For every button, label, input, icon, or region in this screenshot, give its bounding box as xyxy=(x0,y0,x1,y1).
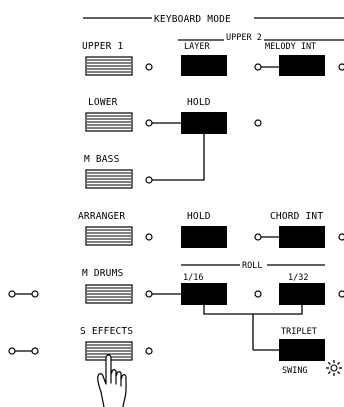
mbass-to-hold-line xyxy=(152,134,205,181)
upper1-button[interactable] xyxy=(85,56,133,76)
roll-1-32-led xyxy=(338,290,344,298)
roll-1-16-led xyxy=(254,290,262,298)
triplet-button[interactable] xyxy=(279,339,325,361)
melody-int-button[interactable] xyxy=(279,55,325,76)
mdrums-ext-led-1 xyxy=(8,290,16,298)
layer-led xyxy=(254,63,262,71)
roll-title: ROLL xyxy=(242,261,262,271)
upper2-title: UPPER 2 xyxy=(226,33,262,43)
mdrums-led xyxy=(145,290,153,298)
swing-label: SWING xyxy=(282,366,308,376)
seffects-ext-led-1 xyxy=(8,347,16,355)
roll-1-16-label: 1/16 xyxy=(183,273,203,283)
mdrums-label: M DRUMS xyxy=(82,268,124,279)
seffects-label: S EFFECTS xyxy=(80,326,133,337)
hold-led-lower xyxy=(254,119,262,127)
roll-1-32-button[interactable] xyxy=(279,283,325,305)
hold-label-arranger: HOLD xyxy=(187,211,211,222)
mdrums-button[interactable] xyxy=(85,284,133,304)
roll-1-16-button[interactable] xyxy=(181,283,227,305)
hold-button-lower[interactable] xyxy=(181,112,227,134)
upper1-led xyxy=(145,63,153,71)
chord-int-led xyxy=(338,233,344,241)
lower-led xyxy=(145,119,153,127)
sun-led-icon xyxy=(326,360,342,376)
mbass-led xyxy=(145,176,153,184)
arranger-led xyxy=(145,233,153,241)
seffects-button[interactable] xyxy=(85,341,133,361)
arranger-label: ARRANGER xyxy=(78,211,125,222)
melody-int-label: MELODY INT xyxy=(265,42,316,52)
melody-int-led xyxy=(338,63,344,71)
roll-bracket xyxy=(203,305,303,315)
lower-button[interactable] xyxy=(85,112,133,132)
chord-int-button[interactable] xyxy=(279,226,325,248)
mbass-label: M BASS xyxy=(84,154,120,165)
pointing-hand-icon xyxy=(97,354,127,407)
layer-label: LAYER xyxy=(184,42,210,52)
seffects-led xyxy=(145,347,153,355)
roll-1-32-label: 1/32 xyxy=(288,273,308,283)
mbass-button[interactable] xyxy=(85,169,133,189)
layer-button[interactable] xyxy=(181,55,227,76)
hold-button-arranger[interactable] xyxy=(181,226,227,248)
seffects-ext-led-2 xyxy=(31,347,39,355)
triplet-label: TRIPLET xyxy=(281,327,317,337)
upper1-label: UPPER 1 xyxy=(82,41,124,52)
hold-led-arranger xyxy=(254,233,262,241)
hold-label-lower: HOLD xyxy=(187,97,211,108)
keyboard-mode-title: KEYBOARD MODE xyxy=(154,14,231,25)
lower-label: LOWER xyxy=(88,97,118,108)
chord-int-label: CHORD INT xyxy=(270,211,323,222)
arranger-button[interactable] xyxy=(85,226,133,246)
mdrums-ext-led-2 xyxy=(31,290,39,298)
